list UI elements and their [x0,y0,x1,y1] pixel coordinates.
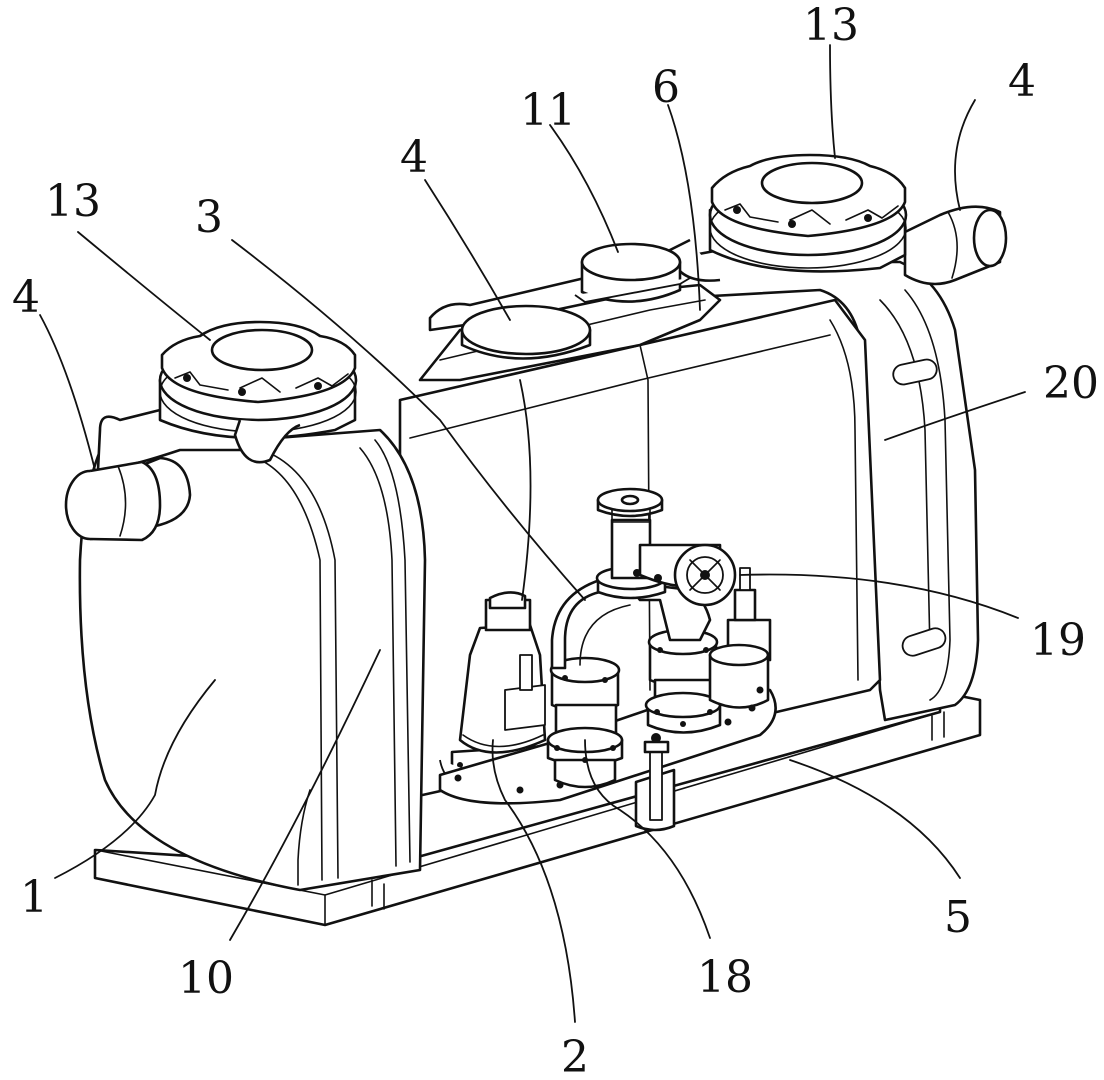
label-13-right: 13 [803,0,859,51]
label-13-left: 13 [45,176,101,227]
left-inlet-pipe [64,408,242,542]
leader-6 [667,104,701,311]
leader-20 [884,391,1026,441]
leader-11 [549,124,619,253]
label-4-center: 4 [400,132,428,183]
leader-2 [491,739,576,1023]
label-1: 1 [20,872,48,923]
label-6: 6 [652,62,680,113]
leader-4-left [39,314,96,471]
leader-1 [54,679,216,879]
leader-19 [739,573,1019,619]
leader-5 [789,759,961,879]
leader-lines [39,44,1026,1023]
label-20: 20 [1043,358,1099,409]
leader-10 [229,649,381,941]
label-5: 5 [944,892,972,943]
label-18: 18 [697,952,753,1003]
discharge-piping [438,379,777,832]
center-top-port [460,304,592,360]
control-box-11 [574,242,691,303]
label-11: 11 [520,85,576,136]
label-4-left: 4 [12,272,40,323]
leader-3 [231,239,586,601]
label-10: 10 [178,953,234,1004]
leader-4-center [424,179,511,321]
left-manhole-cover [158,320,358,464]
right-inlet-pipe [903,205,1008,286]
label-19: 19 [1030,615,1086,666]
right-manhole-cover [668,153,908,282]
label-4-right: 4 [1008,56,1036,107]
label-2: 2 [561,1032,589,1080]
label-3: 3 [195,192,223,243]
leader-18 [584,739,711,939]
reference-numerals: 1 2 3 4 4 4 5 6 10 11 13 13 18 19 20 [12,0,1099,1080]
leader-13-left [77,231,211,341]
leader-13-right [829,44,836,159]
leader-4-right [954,99,976,211]
